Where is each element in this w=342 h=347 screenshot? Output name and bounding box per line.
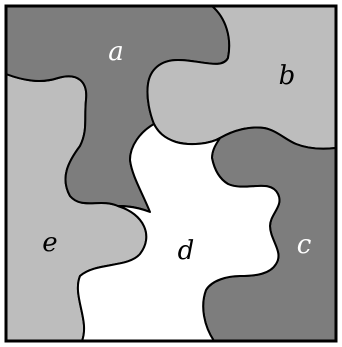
label-e: e bbox=[42, 228, 57, 258]
label-c: c bbox=[297, 230, 312, 260]
label-a: a bbox=[108, 37, 124, 67]
label-b: b bbox=[279, 61, 296, 91]
piece-d bbox=[76, 123, 281, 342]
label-d: d bbox=[178, 236, 195, 266]
puzzle-frame bbox=[4, 4, 338, 343]
